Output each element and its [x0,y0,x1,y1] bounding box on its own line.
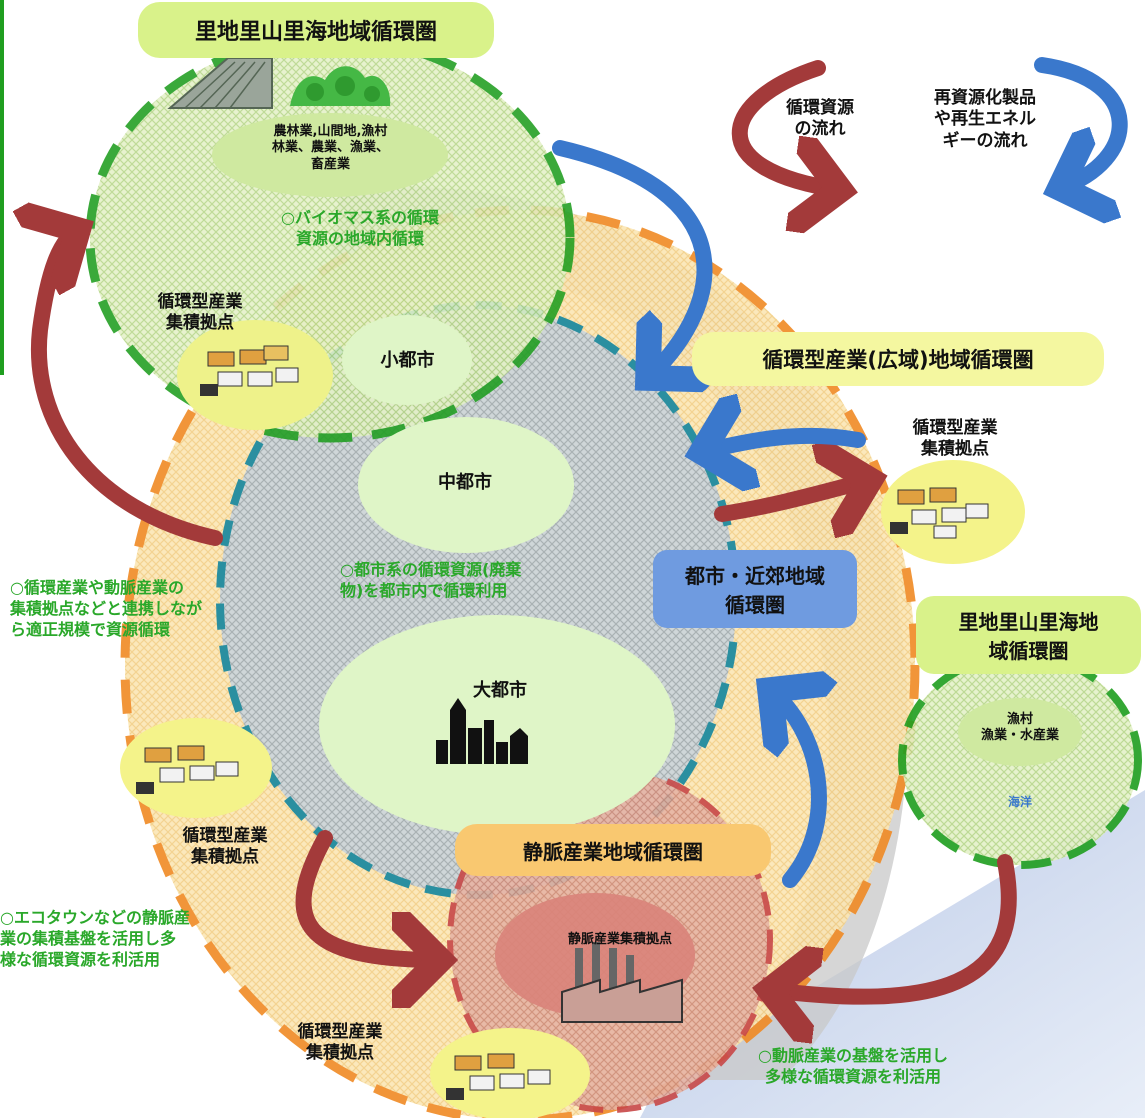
hub-label-left: 循環型産業 集積拠点 [182,826,268,868]
fishing-village-circle [958,698,1082,766]
hub-label-bottom: 循環型産業 集積拠点 [297,1022,383,1064]
small-city-circle [342,315,472,405]
note-urban: ○都市系の循環資源(廃棄 物)を都市内で循環利用 [340,560,522,600]
buildings-icon-left [136,745,239,794]
title-urban-suburb: 都市・近郊地域 循環圏 [653,550,857,628]
buildings-icon-bottom [446,1053,551,1100]
blue-arrow-venous-up [770,690,819,888]
sea-label: 海洋 [1007,795,1032,809]
title-circular-wide: 循環型産業(広域)地域循環圏 [692,332,1104,386]
legend-red-text: 循環資源 の流れ [786,98,854,140]
fishing-village-label: 漁村 漁業・水産業 [980,712,1059,744]
greenhouse-icon [167,57,273,109]
note-ecotown: ○エコタウンなどの静脈産 業の集積基盤を活用し多 様な循環資源を利活用 [0,908,190,969]
title-satoyama-right: 里地里山里海地 域循環圏 [916,596,1141,674]
note-left: ○循環産業や動脈産業の 集積拠点などと連携しなが ら適正規模で資源循環 [10,578,203,639]
buildings-icon-right [890,487,989,539]
large-city-label: 大都市 [473,680,527,701]
buildings-icon-topleft [200,345,299,396]
note-arterial: ○動脈産業の基盤を活用し 多様な循環資源を利活用 [758,1046,948,1086]
satoyama-inner-text: 農林業,山間地,漁村 林業、農業、漁業、 畜産業 [271,124,389,172]
hub-circle-bottom [430,1028,590,1118]
red-arrow-bottom-left [295,830,440,960]
title-satoyama-top: 里地里山里海地域循環圏 [138,2,494,58]
legend-blue-text: 再資源化製品 や再生エネル ギーの流れ [934,88,1036,151]
large-city-circle [319,615,675,835]
medium-city-circle [358,417,574,553]
red-arrow-left-loop [39,230,223,546]
blue-arrow-hub-to-city [702,436,866,452]
hub-label-topleft: 循環型産業 集積拠点 [157,292,243,334]
red-arrow-from-right-region [770,854,1017,997]
factory-icon [561,942,683,1023]
legend-red-arrow [731,60,840,190]
skyline-icon [436,698,528,764]
small-city-label: 小都市 [380,350,435,371]
left-edge-bar [0,0,4,375]
note-biomass: ○バイオマス系の循環 資源の地域内循環 [281,208,439,248]
title-venous: 静脈産業地域循環圏 [455,824,771,876]
blue-arrow-satoyama-to-city [552,140,704,378]
satoyama-inner-circle [212,113,448,197]
legend-blue-arrow [1034,57,1128,188]
forest-icon [290,66,391,106]
medium-city-label: 中都市 [438,472,492,493]
venous-factory-label: 静脈産業集積拠点 [567,932,672,947]
hub-label-right: 循環型産業 集積拠点 [912,418,998,460]
red-arrow-to-right-hub [714,480,870,514]
